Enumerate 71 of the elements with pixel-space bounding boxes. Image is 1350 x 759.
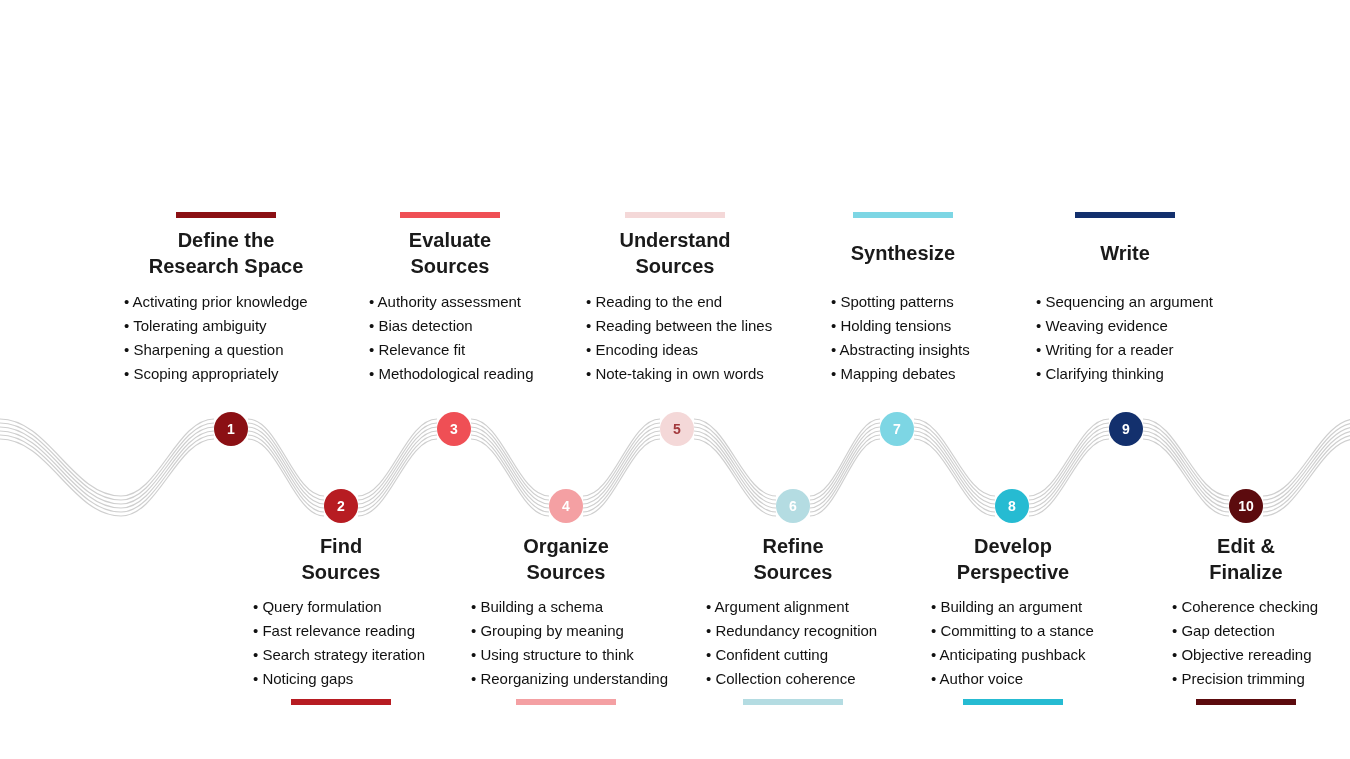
- wavy-line: [1028, 418, 1110, 517]
- step-title: Understand Sources: [618, 228, 732, 279]
- bullet-item: • Reading to the end: [586, 292, 724, 312]
- wavy-line: [470, 418, 550, 517]
- wavy-line: [247, 418, 325, 517]
- bullet-item: • Grouping by meaning: [471, 621, 625, 641]
- bullet-item: • Argument alignment: [706, 597, 850, 617]
- bullet-item: • Sequencing an argument: [1036, 292, 1214, 312]
- wavy-line: [693, 418, 777, 517]
- bullet-item: • Author voice: [931, 669, 1024, 689]
- step-title: Organize Sources: [522, 534, 610, 585]
- step-number-circle: 4: [549, 489, 583, 523]
- bullet-item: • Bias detection: [369, 316, 474, 336]
- bullet-item: • Tolerating ambiguity: [124, 316, 268, 336]
- bullet-item: • Sharpening a question: [124, 340, 285, 360]
- step-title: Find Sources: [300, 534, 382, 585]
- bullet-item: • Authority assessment: [369, 292, 522, 312]
- wavy-line: [913, 418, 996, 517]
- step-number-circle: 3: [437, 412, 471, 446]
- bullet-item: • Redundancy recognition: [706, 621, 878, 641]
- bullet-item: • Activating prior knowledge: [124, 292, 308, 312]
- bullet-item: • Collection coherence: [706, 669, 857, 689]
- step-number-circle: 8: [995, 489, 1029, 523]
- bullet-item: • Fast relevance reading: [253, 621, 416, 641]
- bullet-item: • Query formulation: [253, 597, 383, 617]
- wavy-line: [357, 418, 438, 517]
- bullet-item: • Note-taking in own words: [586, 364, 765, 384]
- bullet-item: • Using structure to think: [471, 645, 635, 665]
- bullet-item: • Holding tensions: [831, 316, 953, 336]
- bullet-item: • Objective rereading: [1172, 645, 1313, 665]
- bullet-item: • Abstracting insights: [831, 340, 970, 360]
- step-number-circle: 5: [660, 412, 694, 446]
- bullet-item: • Mapping debates: [831, 364, 957, 384]
- bullet-item: • Noticing gaps: [253, 669, 355, 689]
- step-number-circle: 6: [776, 489, 810, 523]
- bullet-item: • Building a schema: [471, 597, 604, 617]
- bullet-item: • Writing for a reader: [1036, 340, 1175, 360]
- step-number-circle: 7: [880, 412, 914, 446]
- step-title: Synthesize: [850, 241, 956, 266]
- bullet-item: • Encoding ideas: [586, 340, 699, 360]
- bullet-item: • Weaving evidence: [1036, 316, 1169, 336]
- step-title: Develop Perspective: [955, 534, 1071, 585]
- wavy-line: [1262, 418, 1350, 517]
- step-title: Evaluate Sources: [407, 228, 493, 279]
- bullet-item: • Scoping appropriately: [124, 364, 280, 384]
- step-title: Edit & Finalize: [1208, 534, 1284, 585]
- step-number-circle: 1: [214, 412, 248, 446]
- bullet-item: • Clarifying thinking: [1036, 364, 1165, 384]
- bullet-item: • Search strategy iteration: [253, 645, 425, 665]
- step-title: Define the Research Space: [147, 228, 305, 279]
- bullet-item: • Coherence checking: [1172, 597, 1319, 617]
- bullet-item: • Gap detection: [1172, 621, 1276, 641]
- wavy-line: [1142, 418, 1230, 517]
- wavy-line: [582, 418, 661, 517]
- step-title: Refine Sources: [752, 534, 834, 585]
- bullet-item: • Building an argument: [931, 597, 1084, 617]
- step-number-circle: 2: [324, 489, 358, 523]
- bullet-item: • Reading between the lines: [586, 316, 773, 336]
- wavy-line: [809, 418, 881, 517]
- bullet-item: • Relevance fit: [369, 340, 467, 360]
- bullet-item: • Committing to a stance: [931, 621, 1094, 641]
- step-number-circle: 10: [1229, 489, 1263, 523]
- bullet-item: • Reorganizing understanding: [471, 669, 669, 689]
- step-number-circle: 9: [1109, 412, 1143, 446]
- bullet-item: • Anticipating pushback: [931, 645, 1087, 665]
- step-title: Write: [1100, 241, 1150, 266]
- bullet-item: • Confident cutting: [706, 645, 829, 665]
- wavy-line: [0, 418, 215, 517]
- bullet-item: • Spotting patterns: [831, 292, 955, 312]
- bullet-item: • Precision trimming: [1172, 669, 1306, 689]
- bullet-item: • Methodological reading: [369, 364, 534, 384]
